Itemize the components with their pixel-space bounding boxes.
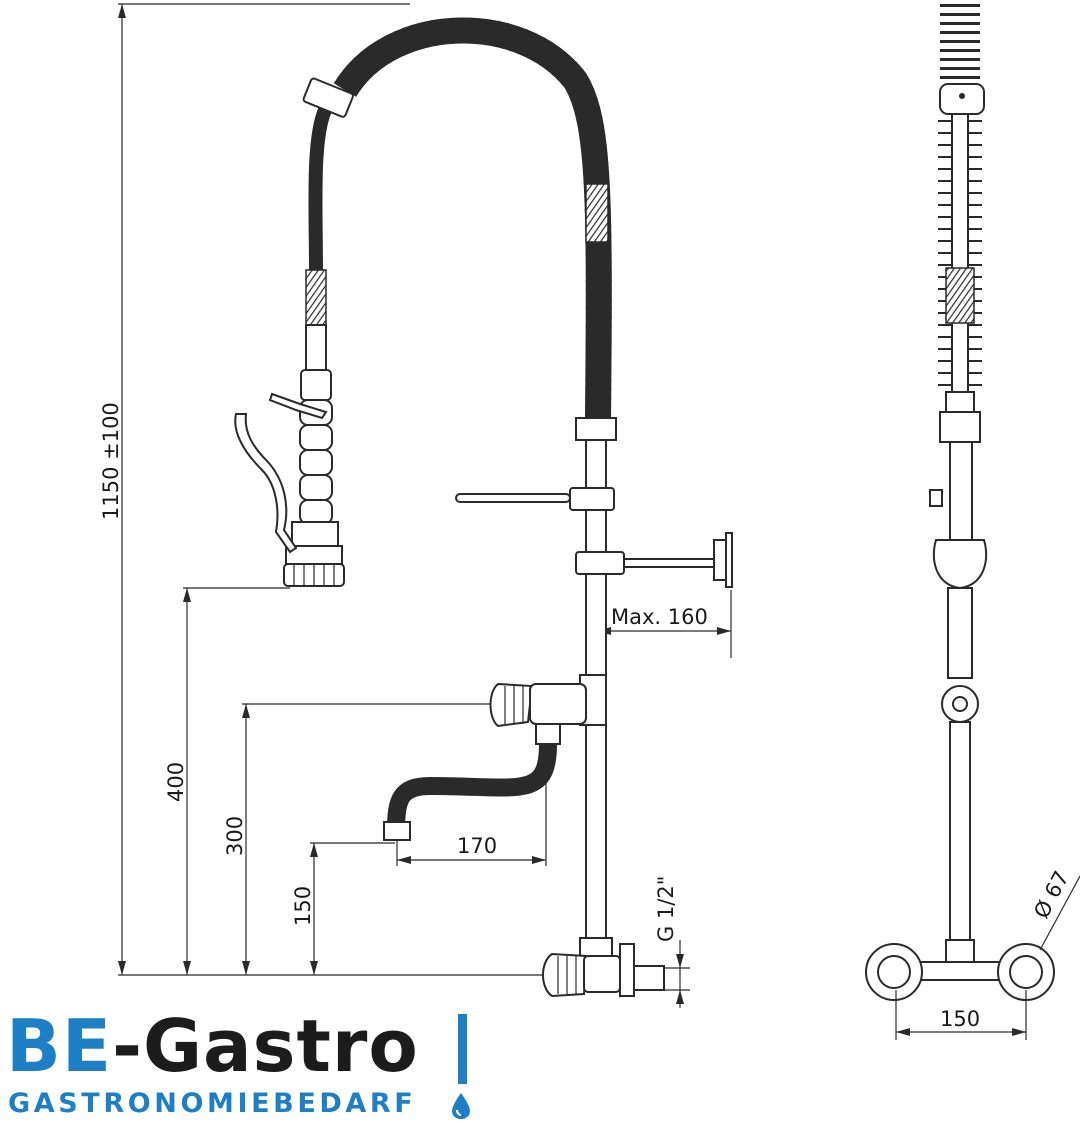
front-view [865,4,1080,1040]
logo-subtitle: GASTRONOMIEBEDARF [8,1088,417,1119]
water-drop-icon [452,1093,470,1119]
dim-tap-height: 300 [223,816,247,856]
dimension-lines [118,3,732,1008]
dim-total-height: 1150 ±100 [99,402,123,520]
coil-spring [333,17,612,421]
dim-spout-height: 150 [291,886,315,926]
tap-and-spout [383,682,587,841]
logo-wordmark: BE-Gastro [6,1004,419,1088]
dim-spout-reach: 170 [457,834,497,858]
dim-thread: G 1/2" [654,876,678,942]
dim-inlet-spacing: 150 [940,1007,980,1031]
spray-hose [300,77,354,401]
company-logo: BE-Gastro GASTRONOMIEBEDARF [6,1004,486,1123]
logo-accent-bar [458,1014,467,1084]
dim-flange-diameter: Ø 67 [1029,867,1074,922]
logo-gastro: -Gastro [112,1004,419,1088]
spray-gun [234,392,345,587]
dim-shower-height: 400 [164,762,188,802]
wall-valve [542,937,665,998]
column [455,417,733,941]
logo-be: BE [6,1004,113,1088]
dim-wall-bracket: Max. 160 [611,605,708,629]
